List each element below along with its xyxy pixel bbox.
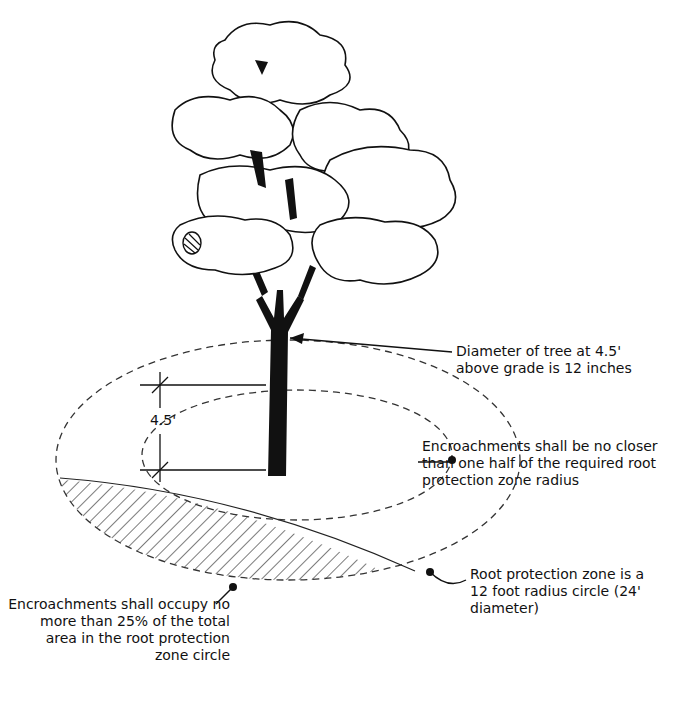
trunk-diameter-note: Diameter of tree at 4.5' above grade is … xyxy=(456,343,646,377)
root-zone-note: Root protection zone is a 12 foot radius… xyxy=(470,566,650,617)
half-radius-circle xyxy=(142,390,452,520)
tree-canopy xyxy=(172,22,455,284)
dimension-label: 4.5' xyxy=(143,412,183,429)
tree-trunk xyxy=(256,290,304,476)
encroachment-boundary xyxy=(60,478,415,571)
dimension-line xyxy=(140,372,266,482)
encroachment-area-note: Encroachments shall occupy no more than … xyxy=(8,596,230,664)
half-radius-note: Encroachments shall be no closer than on… xyxy=(422,438,680,489)
encroachment-hatch xyxy=(40,478,420,600)
